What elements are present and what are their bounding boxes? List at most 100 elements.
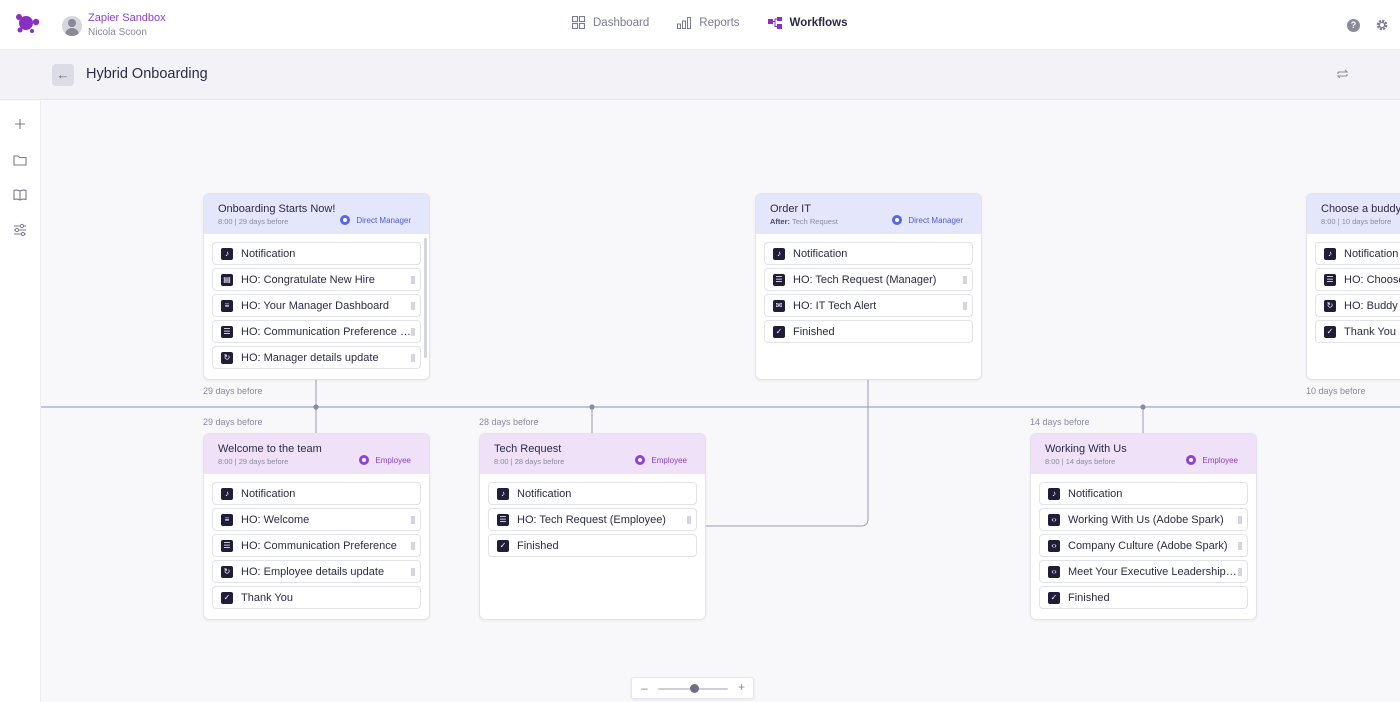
workflow-card-tech-request[interactable]: Tech Request 8:00 | 28 days before Emplo… bbox=[479, 433, 706, 620]
card-steps: ♪Notification ☰HO: Choose ↻HO: Buddy d ✓Tha… bbox=[1307, 234, 1400, 343]
nav-reports[interactable]: Reports bbox=[677, 16, 740, 29]
sliders-icon[interactable] bbox=[12, 222, 28, 238]
organization-name: Zapier Sandbox bbox=[88, 12, 166, 24]
role-badge: Employee bbox=[1186, 455, 1238, 465]
drag-handle-icon[interactable] bbox=[411, 276, 415, 284]
drag-handle-icon[interactable] bbox=[411, 516, 415, 524]
manager-icon bbox=[892, 215, 903, 225]
workflow-step[interactable]: ▤HO: Congratulate New Hire bbox=[212, 268, 421, 291]
help-icon[interactable]: ? bbox=[1347, 19, 1360, 32]
nav-dashboard[interactable]: Dashboard bbox=[572, 16, 649, 29]
list-icon: ≡ bbox=[221, 513, 233, 526]
workflow-card-order-it[interactable]: Order IT After: Tech Request Direct Mana… bbox=[755, 193, 982, 380]
drag-handle-icon[interactable] bbox=[411, 542, 415, 550]
workflow-step[interactable]: ♪Notification bbox=[488, 482, 697, 505]
card-steps: ♪ Notification ≡ HO: Welcome ☰HO: Communicat… bbox=[204, 474, 429, 609]
drag-handle-icon[interactable] bbox=[411, 354, 415, 362]
workflow-step[interactable]: ✓Finished bbox=[764, 320, 973, 343]
drag-handle-icon[interactable] bbox=[411, 568, 415, 576]
workflow-step[interactable]: ‹›Meet Your Executive Leadership T... bbox=[1039, 560, 1248, 583]
workflow-step[interactable]: ♪Notification bbox=[1039, 482, 1248, 505]
check-icon: ✓ bbox=[1324, 325, 1336, 338]
drag-handle-icon[interactable] bbox=[1238, 568, 1242, 576]
drag-handle-icon[interactable] bbox=[1238, 516, 1242, 524]
step-label: Meet Your Executive Leadership T... bbox=[1068, 565, 1238, 578]
workflow-step[interactable]: ↻HO: Employee details update bbox=[212, 560, 421, 583]
workflow-step[interactable]: ✓Finished bbox=[488, 534, 697, 557]
drag-handle-icon[interactable] bbox=[963, 276, 967, 284]
dependency-name: Tech Request bbox=[791, 217, 838, 226]
workflow-step[interactable]: ♪Notification bbox=[1315, 242, 1400, 265]
step-label: HO: Communication Preference bbox=[241, 539, 397, 552]
after-label: After: bbox=[770, 217, 790, 226]
role-badge: Employee bbox=[635, 455, 687, 465]
workflow-step[interactable]: ✓Thank You bbox=[212, 586, 421, 609]
workflow-step[interactable]: ‹›Company Culture (Adobe Spark) bbox=[1039, 534, 1248, 557]
step-label: Notification bbox=[793, 247, 848, 260]
drag-handle-icon[interactable] bbox=[411, 328, 415, 336]
step-label: Finished bbox=[517, 539, 559, 552]
add-icon[interactable] bbox=[12, 116, 28, 132]
step-label: Notification bbox=[241, 487, 296, 500]
zoom-slider-handle[interactable] bbox=[689, 684, 699, 693]
workflow-step[interactable]: ✓Thank You bbox=[1315, 320, 1400, 343]
bell-icon: ♪ bbox=[221, 487, 233, 500]
card-header[interactable]: Working With Us 8:00 | 14 days before Em… bbox=[1031, 434, 1256, 474]
workflow-card-onboarding[interactable]: Onboarding Starts Now! 8:00 | 29 days be… bbox=[203, 193, 430, 380]
card-scrollbar[interactable] bbox=[424, 238, 427, 358]
card-header[interactable]: Welcome to the team 8:00 | 29 days befor… bbox=[204, 434, 429, 474]
zoom-out-button[interactable]: – bbox=[641, 681, 648, 695]
book-icon[interactable] bbox=[12, 187, 28, 203]
workflow-step[interactable]: ✓Finished bbox=[1039, 586, 1248, 609]
back-button[interactable]: ← bbox=[52, 64, 74, 86]
folder-icon[interactable] bbox=[12, 152, 28, 168]
card-title: Tech Request bbox=[494, 443, 562, 455]
card-header[interactable]: Onboarding Starts Now! 8:00 | 29 days be… bbox=[204, 194, 429, 234]
card-schedule: 8:00 | 29 days before bbox=[218, 457, 289, 466]
connector-tech-request-order-it bbox=[706, 379, 869, 527]
check-icon: ✓ bbox=[221, 591, 233, 604]
workflow-step[interactable]: ♪Notification bbox=[212, 242, 421, 265]
zoom-in-button[interactable]: + bbox=[737, 680, 745, 694]
workflow-step[interactable]: ☰HO: Tech Request (Manager) bbox=[764, 268, 973, 291]
drag-handle-icon[interactable] bbox=[1238, 542, 1242, 550]
workflow-step[interactable]: ♪Notification bbox=[764, 242, 973, 265]
app-logo-icon[interactable] bbox=[15, 12, 43, 36]
workflow-card-choose-buddy[interactable]: Choose a buddy 8:00 | 10 days before ♪No… bbox=[1306, 193, 1400, 380]
form-icon: ☰ bbox=[773, 273, 785, 286]
workflow-step[interactable]: ↻HO: Buddy d bbox=[1315, 294, 1400, 317]
nav-reports-label: Reports bbox=[699, 16, 740, 29]
step-label: HO: Welcome bbox=[241, 513, 310, 526]
workflow-step[interactable]: ☰HO: Communication Preference (... bbox=[212, 320, 421, 343]
sync-icon: ↻ bbox=[221, 351, 233, 364]
zoom-control: – + bbox=[631, 677, 754, 699]
card-header[interactable]: Order IT After: Tech Request Direct Mana… bbox=[756, 194, 981, 234]
workflow-canvas[interactable]: 29 days before 10 days before 29 days be… bbox=[41, 101, 1400, 702]
time-label: 10 days before bbox=[1306, 386, 1366, 396]
drag-handle-icon[interactable] bbox=[687, 516, 691, 524]
workflow-step[interactable]: ‹›Working With Us (Adobe Spark) bbox=[1039, 508, 1248, 531]
workflow-step[interactable]: ♪ Notification bbox=[212, 482, 421, 505]
nav-workflows[interactable]: Workflows bbox=[767, 16, 847, 29]
workflow-step[interactable]: ☰HO: Choose bbox=[1315, 268, 1400, 291]
swap-icon[interactable] bbox=[1336, 68, 1349, 80]
gear-icon[interactable] bbox=[1375, 18, 1389, 32]
workflow-step[interactable]: ☰HO: Communication Preference bbox=[212, 534, 421, 557]
workflow-step[interactable]: ✉HO: IT Tech Alert bbox=[764, 294, 973, 317]
card-header[interactable]: Tech Request 8:00 | 28 days before Emplo… bbox=[480, 434, 705, 474]
workflow-card-welcome[interactable]: Welcome to the team 8:00 | 29 days befor… bbox=[203, 433, 430, 620]
workflow-step[interactable]: ☰HO: Tech Request (Employee) bbox=[488, 508, 697, 531]
drag-handle-icon[interactable] bbox=[411, 302, 415, 310]
workflow-step[interactable]: ≡ HO: Welcome bbox=[212, 508, 421, 531]
account-switcher[interactable]: Zapier Sandbox Nicola Scoon bbox=[62, 11, 166, 40]
workflow-header: ← Hybrid Onboarding bbox=[0, 50, 1400, 100]
card-header[interactable]: Choose a buddy 8:00 | 10 days before bbox=[1307, 194, 1400, 234]
workflow-step[interactable]: ↻HO: Manager details update bbox=[212, 346, 421, 369]
step-label: HO: Employee details update bbox=[241, 565, 385, 578]
canvas-toolbar bbox=[0, 101, 41, 702]
workflow-step[interactable]: ≡HO: Your Manager Dashboard bbox=[212, 294, 421, 317]
top-navigation-bar: Zapier Sandbox Nicola Scoon Dashboard Re… bbox=[0, 0, 1400, 50]
workflow-card-working-with-us[interactable]: Working With Us 8:00 | 14 days before Em… bbox=[1030, 433, 1257, 620]
role-label: Direct Manager bbox=[356, 215, 411, 225]
drag-handle-icon[interactable] bbox=[963, 302, 967, 310]
